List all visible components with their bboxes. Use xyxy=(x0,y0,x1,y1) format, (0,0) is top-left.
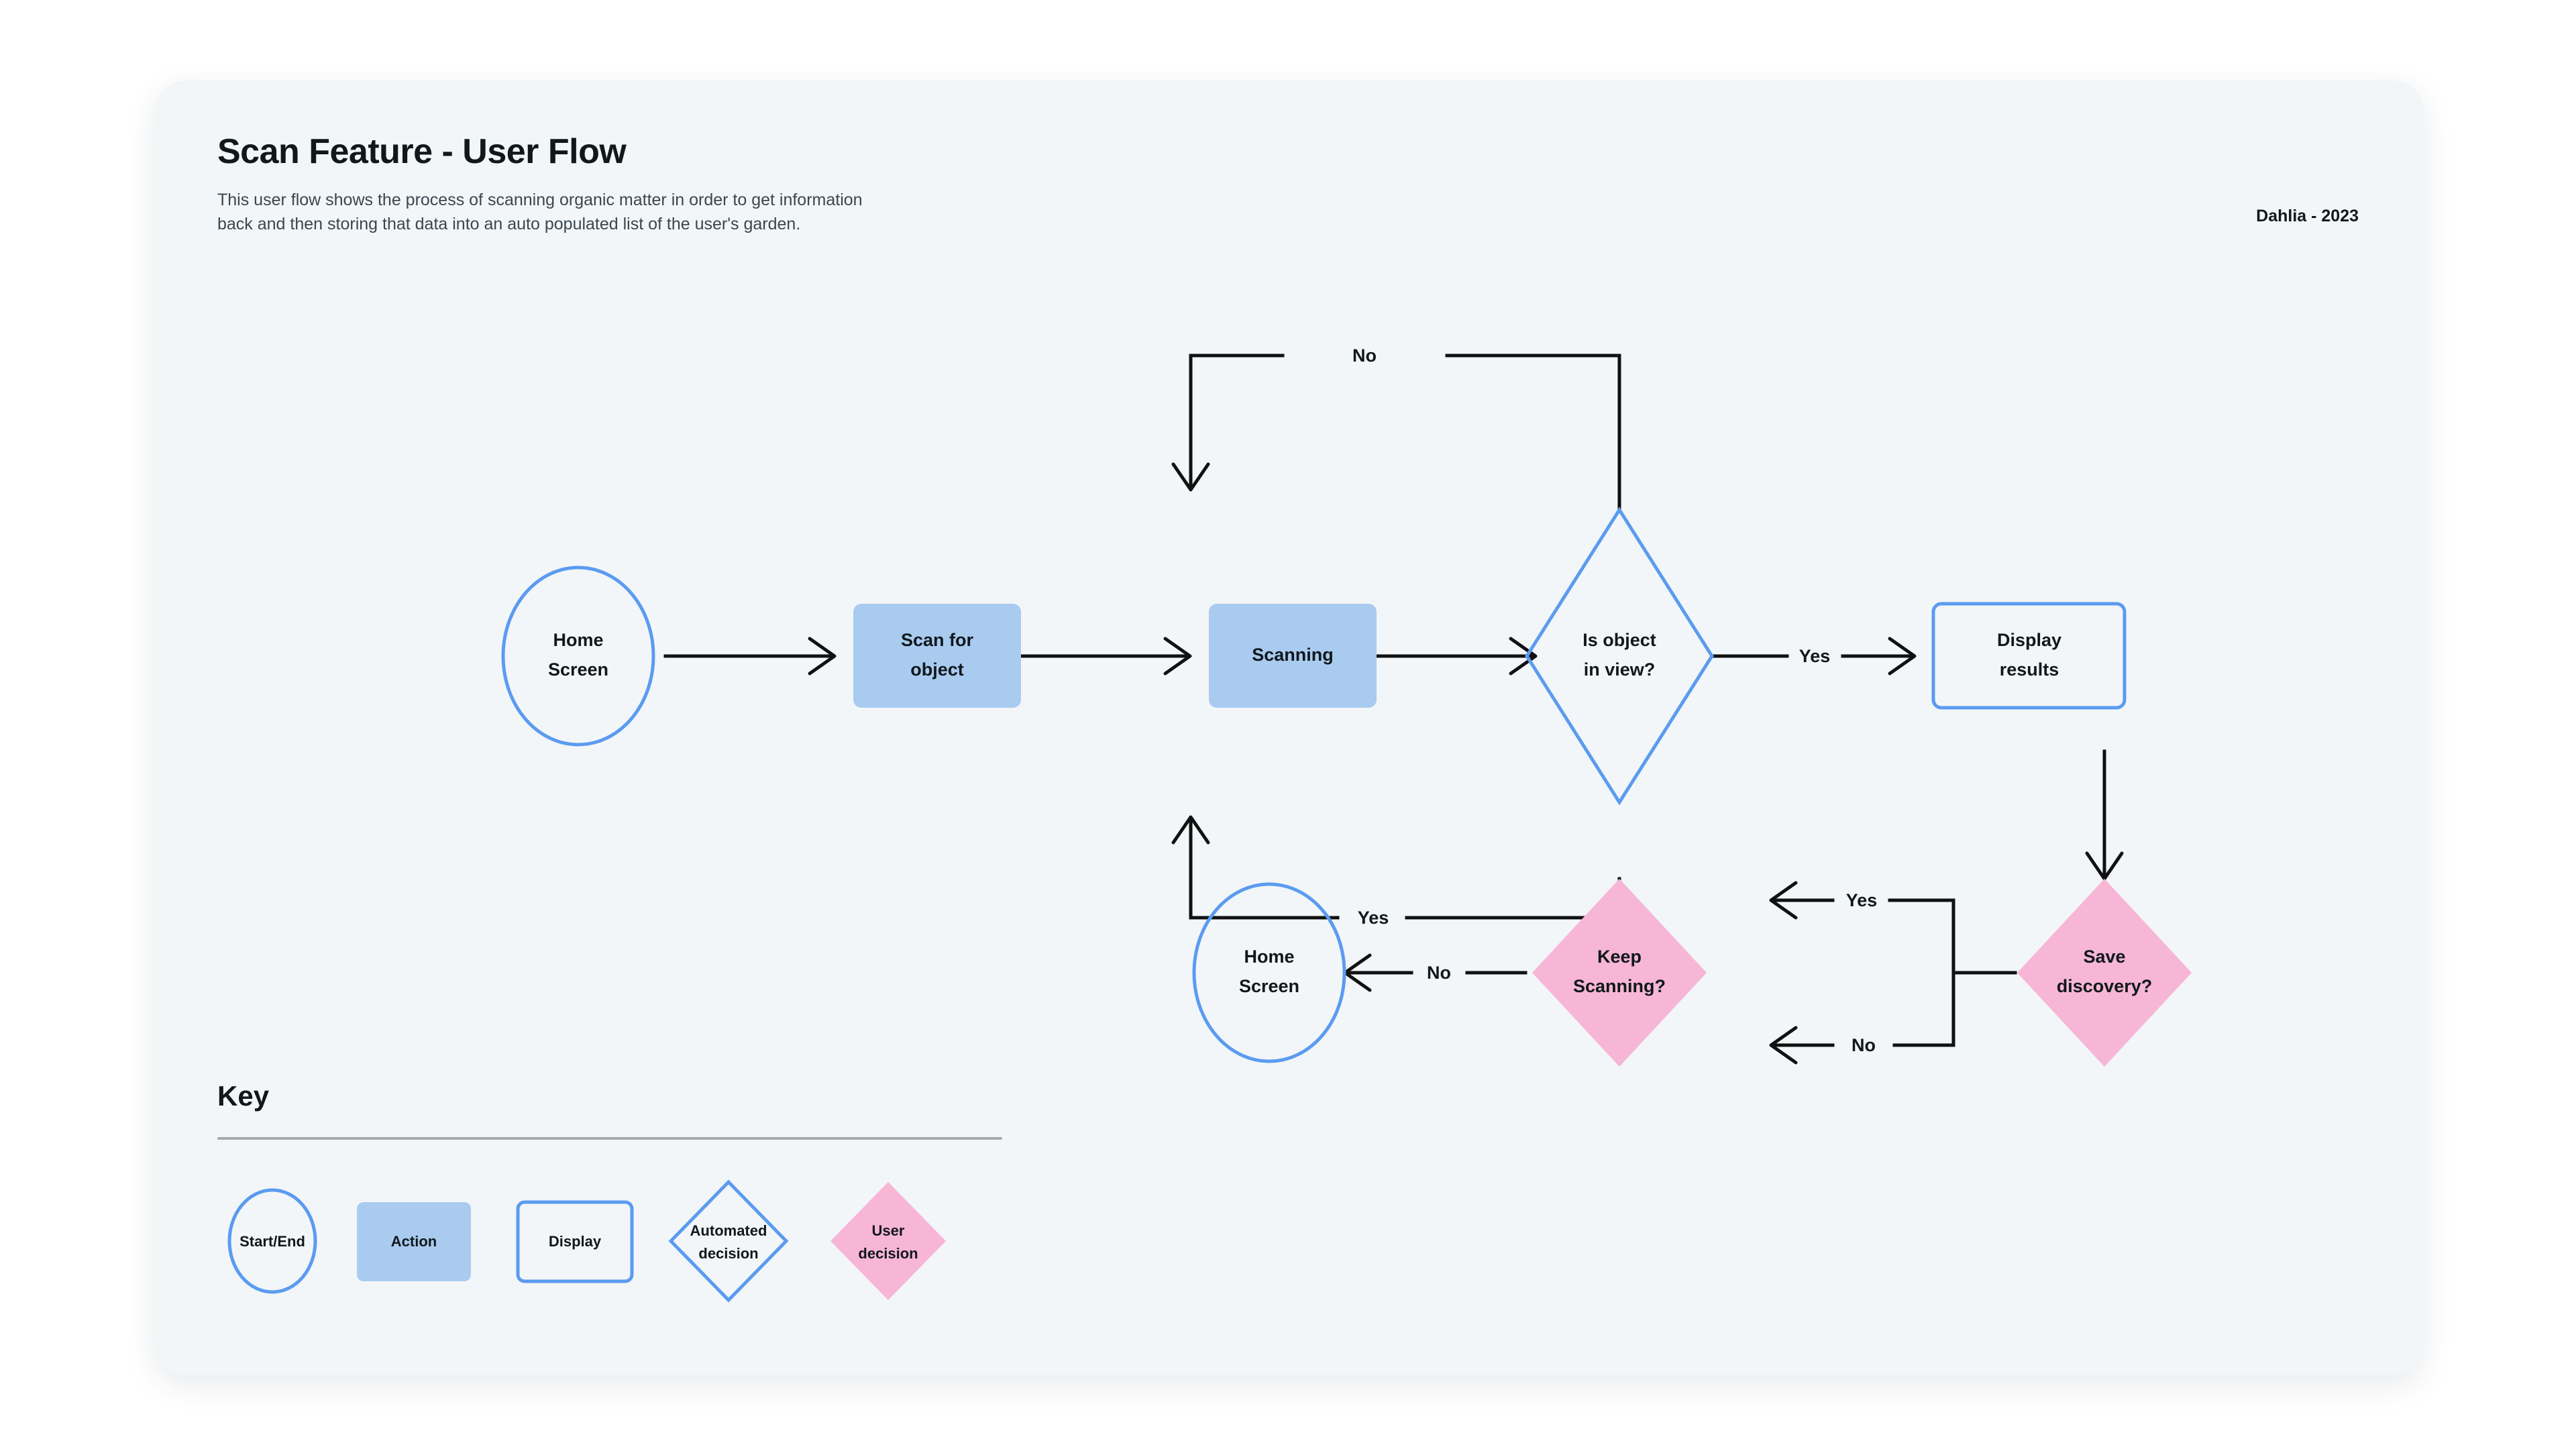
key-label-action: Action xyxy=(391,1233,437,1250)
connector-keep-yes-to-scanning: Yes xyxy=(1171,815,1621,928)
node-scan-for-object[interactable]: Scan for object xyxy=(853,604,1021,708)
node-keep-scanning[interactable]: Keep Scanning? xyxy=(1532,879,1707,1067)
node-label-scan-for-object-line2: object xyxy=(910,659,964,680)
node-label-display-results-line1: Display xyxy=(1997,630,2061,650)
key-heading: Key xyxy=(217,1080,270,1112)
connector-save-no-to-keep: No xyxy=(1769,971,1955,1065)
key-label-automated-decision-line2: decision xyxy=(698,1245,758,1262)
node-label-home-screen-start-line2: Screen xyxy=(548,659,608,680)
connector-decision-yes-to-display: Yes xyxy=(1710,637,1917,676)
author-credit: Dahlia - 2023 xyxy=(2256,207,2359,225)
node-label-save-discovery-line1: Save xyxy=(2083,947,2125,967)
edge-label-yes-display: Yes xyxy=(1799,646,1831,666)
connector-home-to-scan xyxy=(663,637,837,676)
key-item-automated-decision-shape[interactable]: Automated decision xyxy=(668,1179,789,1303)
edge-label-no-keep: No xyxy=(1851,1035,1876,1055)
node-home-screen-start[interactable]: Home Screen xyxy=(501,566,655,747)
node-label-scanning: Scanning xyxy=(1252,645,1334,665)
node-label-home-screen-end-line2: Screen xyxy=(1239,976,1299,996)
page-title: Scan Feature - User Flow xyxy=(217,132,627,171)
key-label-automated-decision-line1: Automated xyxy=(690,1222,767,1239)
node-home-screen-end[interactable]: Home Screen xyxy=(1192,882,1346,1063)
node-label-is-object-in-view-line2: in view? xyxy=(1584,659,1656,680)
node-label-home-screen-end-line1: Home xyxy=(1244,947,1294,967)
key-item-action-shape[interactable]: Action xyxy=(357,1202,471,1281)
connector-save-yes-to-keep: Yes xyxy=(1769,881,2017,975)
node-save-discovery[interactable]: Save discovery? xyxy=(2017,879,2192,1067)
node-label-save-discovery-line2: discovery? xyxy=(2057,976,2153,996)
node-label-scan-for-object-line1: Scan for xyxy=(901,630,974,650)
connector-scanning-to-decision xyxy=(1375,637,1538,676)
connector-decision-no-loop: No xyxy=(1171,345,1621,512)
node-is-object-in-view[interactable]: Is object in view? xyxy=(1525,506,1714,806)
diagram-header: Scan Feature - User Flow This user flow … xyxy=(217,132,2364,236)
key-legend-canvas: Start/End Action Display Automated decis… xyxy=(227,1179,946,1303)
key-label-user-decision-line1: User xyxy=(872,1222,905,1239)
node-label-is-object-in-view-line1: Is object xyxy=(1582,630,1656,650)
edge-label-no-top: No xyxy=(1352,345,1377,366)
node-label-home-screen-start-line1: Home xyxy=(553,630,603,650)
key-label-user-decision-line2: decision xyxy=(858,1245,918,1262)
node-scanning[interactable]: Scanning xyxy=(1209,604,1377,708)
key-label-display: Display xyxy=(549,1233,602,1250)
flowchart-canvas: No Yes Yes xyxy=(501,345,2192,1067)
key-item-start-end-shape[interactable]: Start/End xyxy=(227,1188,317,1294)
key-label-start-end: Start/End xyxy=(239,1233,305,1250)
node-label-display-results-line2: results xyxy=(2000,659,2059,680)
node-label-keep-scanning-line2: Scanning? xyxy=(1573,976,1666,996)
edge-label-yes-scanning: Yes xyxy=(1358,908,1389,928)
connector-keep-no-to-home: No xyxy=(1343,953,1527,992)
edge-label-no-home: No xyxy=(1427,963,1451,983)
key-item-user-decision-shape[interactable]: User decision xyxy=(830,1182,946,1300)
page-subtitle: This user flow shows the process of scan… xyxy=(217,191,863,233)
connector-display-to-save xyxy=(2085,749,2124,881)
key-divider xyxy=(217,1137,1002,1140)
key-item-display-shape[interactable]: Display xyxy=(516,1200,634,1283)
edge-label-yes-keep: Yes xyxy=(1846,890,1878,910)
node-label-keep-scanning-line1: Keep xyxy=(1597,947,1642,967)
node-display-results[interactable]: Display results xyxy=(1931,602,2127,710)
flow-diagram-card: Scan Feature - User Flow This user flow … xyxy=(156,80,2423,1375)
connector-scan-to-scanning xyxy=(1019,637,1192,676)
